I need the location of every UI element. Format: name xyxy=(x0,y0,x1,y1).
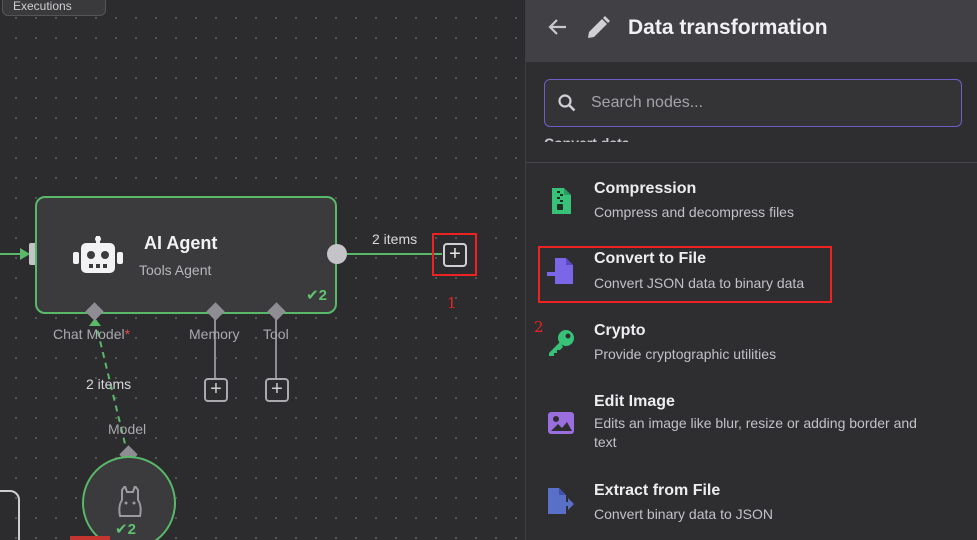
model-connection xyxy=(94,319,128,453)
tool-label: Tool xyxy=(263,326,289,342)
partial-node-outline xyxy=(0,490,20,540)
bottom-indicator xyxy=(70,536,110,540)
pencil-icon xyxy=(588,16,610,38)
incoming-arrowhead xyxy=(20,248,30,260)
node-item-name: Convert to File xyxy=(594,250,707,267)
agent-success-badge: ✔2 xyxy=(306,286,327,304)
executions-tab[interactable]: Executions xyxy=(2,0,106,16)
model-link-items-label: 2 items xyxy=(86,376,132,392)
search-icon xyxy=(558,94,576,112)
panel-title: Data transformation xyxy=(628,16,828,39)
node-item-name: Crypto xyxy=(594,322,646,339)
add-next-node-button[interactable]: + xyxy=(443,243,467,267)
chat-model-label-text: Chat Model xyxy=(53,326,125,342)
node-item-name: Compression xyxy=(594,180,697,197)
node-item-description: Convert binary data to JSON xyxy=(594,506,773,522)
node-item-compression[interactable]: Compression Compress and decompress file… xyxy=(526,172,977,232)
panel-header: Data transformation xyxy=(526,0,977,62)
file-import-icon xyxy=(547,258,573,284)
node-item-extract-from-file[interactable]: Extract from File Convert binary data to… xyxy=(526,476,977,538)
node-item-name: Edit Image xyxy=(594,393,675,410)
highlight-box-2 xyxy=(538,246,832,303)
section-divider xyxy=(526,162,977,163)
file-export-icon xyxy=(548,488,574,514)
checkmark-icon: ✔ xyxy=(306,287,319,304)
annotation-1: 1 xyxy=(447,294,457,312)
model-label: Model xyxy=(108,421,147,437)
agent-input-port[interactable] xyxy=(29,243,40,265)
image-icon xyxy=(548,412,574,434)
back-arrow-icon[interactable] xyxy=(548,17,568,37)
node-creator-panel: Data transformation Convert data Compres… xyxy=(525,0,977,540)
model-success-badge: ✔2 xyxy=(115,520,136,538)
node-item-description: Convert JSON data to binary data xyxy=(594,275,805,291)
node-item-crypto[interactable]: Crypto Provide cryptographic utilities xyxy=(526,314,977,376)
node-item-edit-image[interactable]: Edit Image Edits an image like blur, res… xyxy=(526,386,977,466)
node-item-description: Edits an image like blur, resize or addi… xyxy=(594,415,917,450)
node-item-name: Extract from File xyxy=(594,482,721,499)
key-icon xyxy=(549,330,574,356)
ai-agent-node[interactable]: AI Agent Tools Agent ✔2 xyxy=(35,196,337,314)
agent-node-subtitle: Tools Agent xyxy=(139,262,212,278)
annotation-2: 2 xyxy=(534,318,544,336)
required-asterisk: * xyxy=(124,326,131,342)
model-success-count: 2 xyxy=(127,521,136,538)
model-arrowhead xyxy=(89,318,101,326)
search-input[interactable] xyxy=(591,80,951,126)
search-box[interactable] xyxy=(544,79,962,127)
highlight-box-1 xyxy=(432,233,477,276)
agent-node-title: AI Agent xyxy=(144,233,218,253)
llama-icon xyxy=(118,486,142,517)
node-item-description: Compress and decompress files xyxy=(594,204,794,220)
memory-label: Memory xyxy=(189,326,240,342)
add-memory-button[interactable]: + xyxy=(204,378,228,402)
file-zipper-icon xyxy=(552,188,571,214)
agent-output-port[interactable] xyxy=(327,244,347,264)
robot-icon xyxy=(73,236,123,273)
chat-model-node[interactable] xyxy=(82,456,176,540)
connections xyxy=(0,248,442,453)
agent-success-count: 2 xyxy=(318,287,327,304)
node-item-convert-to-file[interactable]: Convert to File Convert JSON data to bin… xyxy=(526,242,977,306)
output-items-label: 2 items xyxy=(372,231,418,247)
section-title: Convert data xyxy=(544,128,630,142)
workflow-canvas[interactable]: Executions AI Agent Tools Agent ✔2 xyxy=(0,0,525,540)
add-tool-button[interactable]: + xyxy=(265,378,289,402)
checkmark-icon: ✔ xyxy=(115,521,128,538)
node-item-description: Provide cryptographic utilities xyxy=(594,346,777,362)
chat-model-label: Chat Model* xyxy=(53,326,130,342)
